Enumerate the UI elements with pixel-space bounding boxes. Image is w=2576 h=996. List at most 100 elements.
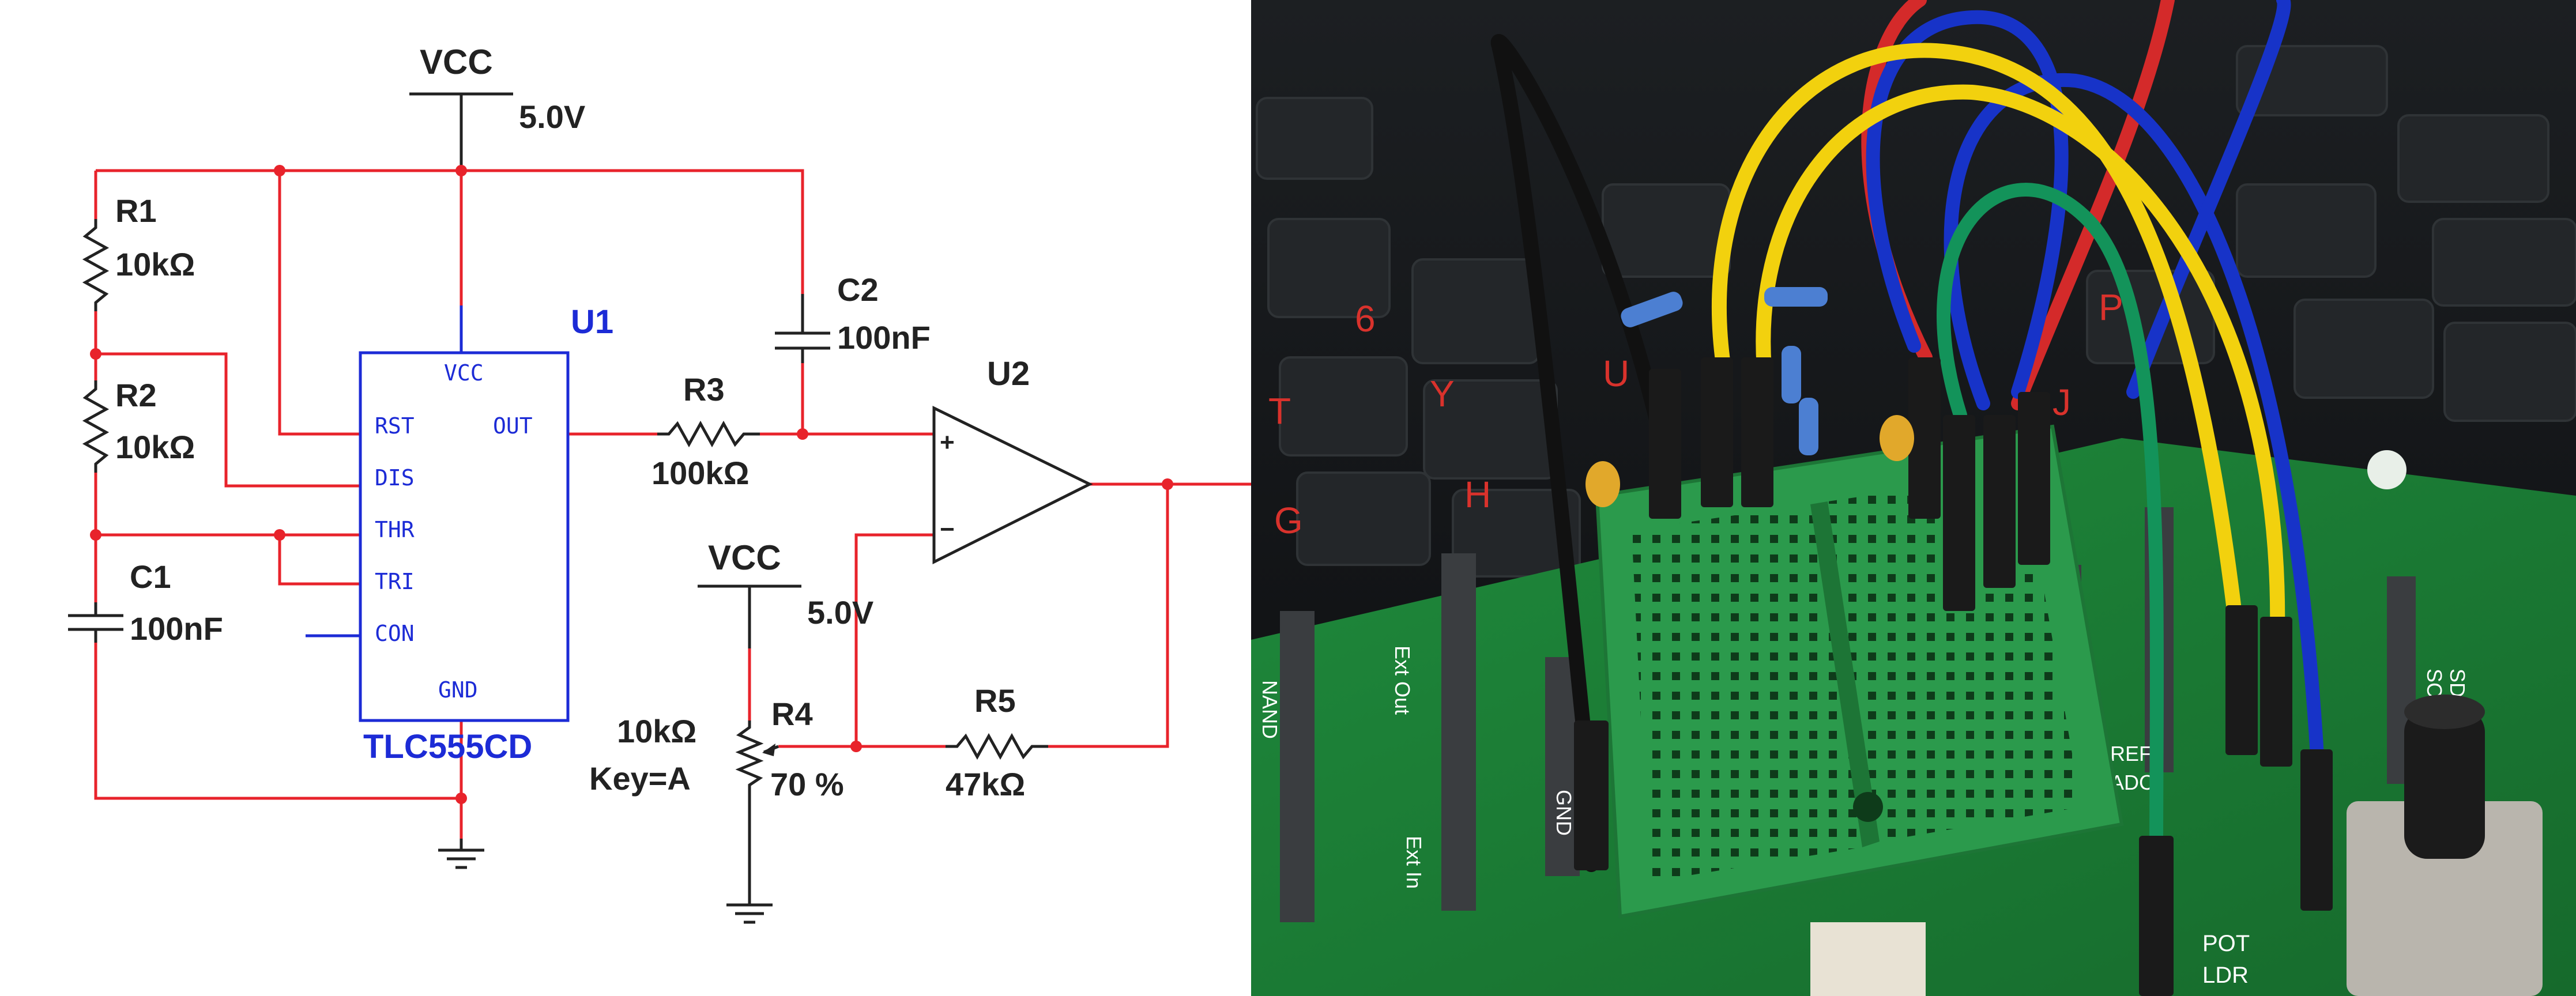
u1-label: U1 — [571, 303, 613, 341]
wire-yellow — [1756, 84, 2285, 642]
r5-value: 47kΩ — [946, 766, 1025, 802]
keycap — [2397, 114, 2549, 203]
keycap-label: Y — [1430, 373, 1455, 414]
schematic-background — [0, 0, 1251, 996]
keycap — [1602, 183, 1731, 278]
jumper-plugs — [1574, 357, 2333, 996]
keycap-label: J — [2052, 382, 2071, 423]
c2-value: 100nF — [837, 319, 931, 356]
wire-green — [1937, 183, 2164, 996]
r1-label: R1 — [115, 193, 157, 229]
board-label: Ext Out — [1391, 646, 1414, 715]
pin-dis: DIS — [375, 465, 415, 491]
capacitor-c2: C2 100nF — [775, 271, 931, 363]
photo-capacitor — [1585, 461, 1620, 507]
keycap — [2443, 322, 2576, 422]
potentiometer-r4: R4 10kΩ Key=A 70 % — [589, 696, 844, 836]
junction — [455, 165, 467, 176]
u1-part: TLC555CD — [363, 728, 532, 765]
keycap — [1411, 258, 1541, 364]
header-strip — [1280, 611, 1315, 922]
breadboard-photo: 6 Y U T H G P J NAND Ext Out Ext In GND … — [1251, 0, 2576, 996]
board-label: NAND — [1258, 680, 1282, 739]
photo-resistor — [1764, 287, 1828, 307]
vcc-top-label: VCC — [420, 43, 493, 81]
keycap — [2236, 183, 2377, 278]
wire-yellow — [1712, 43, 2244, 642]
keycap — [1279, 356, 1408, 456]
pin-gnd: GND — [438, 677, 478, 703]
led — [2367, 450, 2406, 489]
resistor-r1: R1 10kΩ — [82, 193, 195, 311]
c2-label: C2 — [837, 271, 879, 308]
r3-label: R3 — [683, 371, 725, 408]
keyboard: 6 Y U T H G P J — [1256, 45, 2576, 578]
c1-value: 100nF — [130, 610, 223, 647]
r1-value: 10kΩ — [115, 246, 195, 282]
pin-out: OUT — [493, 413, 533, 439]
photo-capacitor — [1880, 415, 1914, 461]
board-hardware — [1810, 450, 2543, 996]
board-label: GND — [1552, 790, 1576, 836]
wire-red — [2011, 0, 2175, 410]
keycap-label: T — [1268, 390, 1291, 432]
opamp-u2: U2 + − — [932, 355, 1093, 565]
r4-key: Key=A — [589, 760, 691, 797]
keycap — [1256, 97, 1373, 180]
pin-con: CON — [375, 621, 415, 646]
resistor-r2: R2 10kΩ — [82, 377, 195, 473]
vcc-pot-voltage: 5.0V — [807, 594, 873, 631]
vcc-pot-label: VCC — [708, 538, 781, 577]
r5-label: R5 — [974, 682, 1016, 719]
header-strip — [1441, 553, 1476, 911]
keycap-label: U — [1603, 353, 1629, 394]
schematic-panel: VCC 5.0V — [0, 0, 1251, 996]
photo-resistor — [1621, 292, 1683, 327]
c1-label: C1 — [130, 559, 171, 595]
ground-symbol-u1 — [438, 839, 484, 869]
keycap-label: P — [2099, 286, 2123, 328]
junction — [274, 165, 285, 176]
pin-vcc: VCC — [444, 360, 484, 386]
wire-blue — [1944, 73, 2325, 774]
pin-tri: TRI — [375, 569, 415, 594]
pin-thr: THR — [375, 517, 415, 542]
r2-value: 10kΩ — [115, 429, 195, 465]
vcc-top-voltage: 5.0V — [519, 99, 585, 135]
junction — [455, 793, 467, 804]
vcc-source-pot: VCC 5.0V — [698, 538, 873, 648]
keycap — [2432, 218, 2576, 307]
wire-blue — [2126, 0, 2291, 399]
capacitor-c1: C1 100nF — [68, 559, 223, 647]
r3-value: 100kΩ — [651, 455, 749, 491]
junction — [850, 741, 862, 752]
ground-symbol-pot — [726, 836, 773, 924]
keycap-label: H — [1464, 474, 1491, 515]
junction — [797, 428, 808, 440]
keycap — [1267, 218, 1391, 318]
junction — [90, 529, 101, 541]
keycap — [2236, 45, 2388, 116]
junction — [274, 529, 285, 541]
timer-ic-u1: U1 TLC555CD VCC RST OUT DIS THR TRI CON … — [306, 303, 613, 765]
junction — [1162, 478, 1173, 490]
r4-setting: 70 % — [770, 766, 844, 802]
keycap-label: G — [1274, 500, 1303, 541]
photo-resistor — [1782, 346, 1801, 403]
r4-label: R4 — [771, 696, 813, 732]
wire-black — [1490, 34, 1674, 872]
board-label: POT — [2202, 931, 2250, 956]
resistor-r5: R5 47kΩ — [946, 682, 1048, 802]
board-label: Ext In — [1402, 836, 1426, 889]
breadboard-components — [1585, 287, 1914, 507]
u2-minus: − — [940, 515, 955, 544]
potentiometer-knob — [2404, 709, 2485, 859]
board-label: LDR — [2202, 963, 2249, 988]
junctions — [90, 165, 1173, 804]
keycap — [1452, 489, 1581, 578]
keycap — [2293, 299, 2434, 399]
junction — [90, 348, 101, 360]
resistor-r3: R3 100kΩ — [651, 371, 760, 491]
u2-plus: + — [940, 428, 955, 456]
